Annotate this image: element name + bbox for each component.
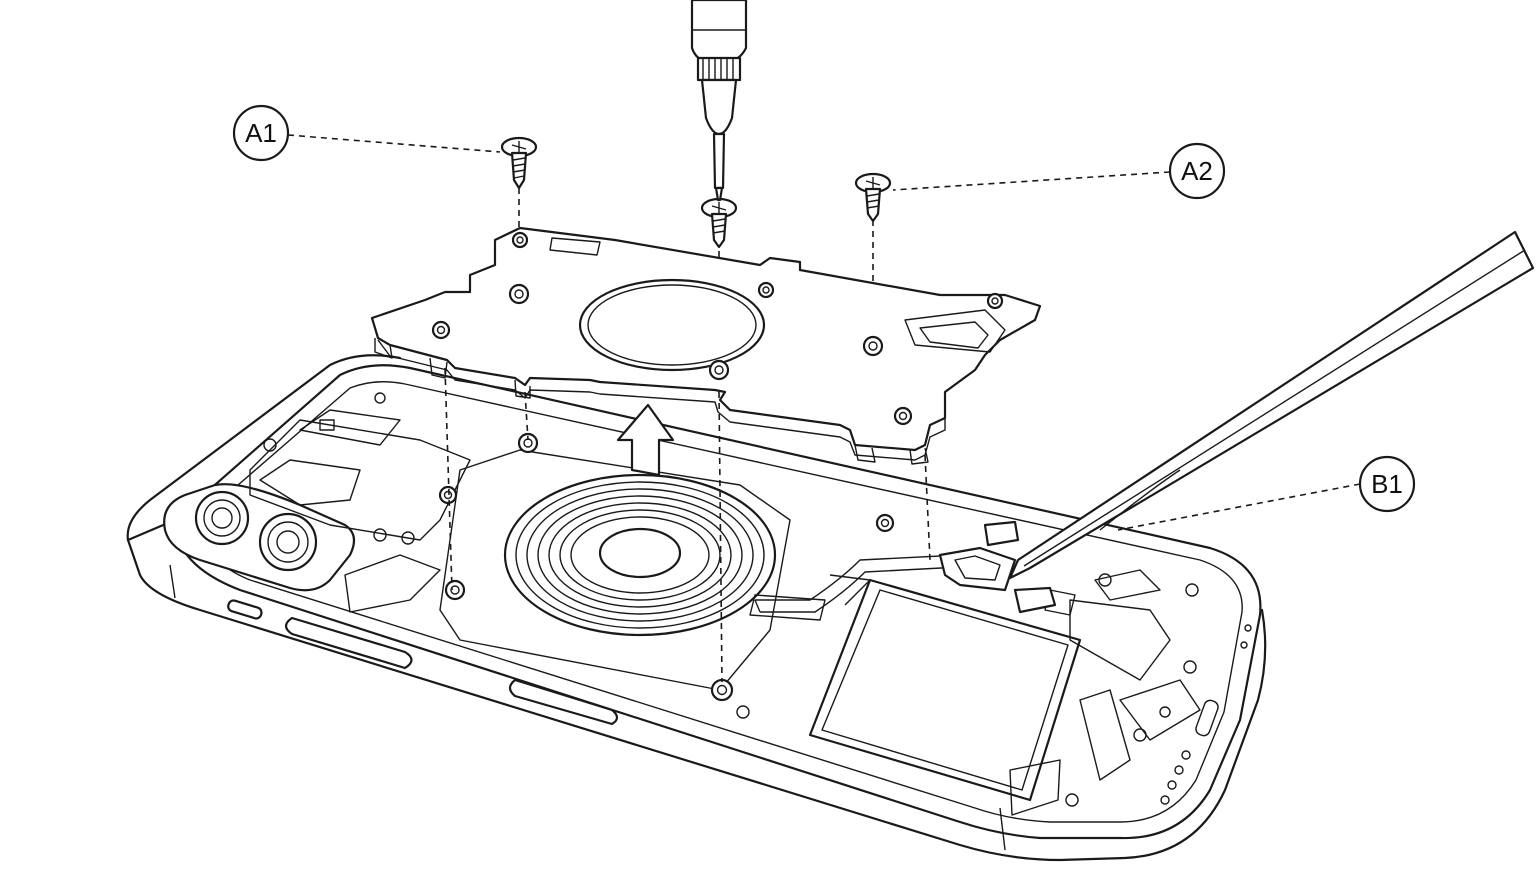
- board-standoffs: [401, 432, 895, 719]
- callout-b1: B1: [1358, 455, 1416, 513]
- charging-coil: [439, 449, 961, 691]
- callout-b1-label: B1: [1371, 469, 1403, 499]
- callout-a2: A2: [1168, 142, 1226, 200]
- screw-a2: [854, 172, 892, 223]
- callout-leaders: [287, 134, 1361, 531]
- camera-module: [163, 483, 356, 592]
- pry-tool-icon: [1008, 230, 1535, 580]
- callout-a1: A1: [232, 104, 290, 162]
- lift-arrow-icon: [616, 403, 675, 477]
- shield-plate: [370, 226, 1042, 465]
- logic-board-top: [249, 392, 471, 613]
- screw-a1: [500, 136, 538, 190]
- screw-center: [700, 197, 738, 249]
- connector-block: [938, 520, 1057, 614]
- screwdriver-icon: [690, 0, 748, 202]
- battery: [808, 574, 1082, 816]
- callout-a1-label: A1: [245, 118, 277, 148]
- lower-components: [1044, 569, 1201, 807]
- callout-a2-label: A2: [1181, 156, 1213, 186]
